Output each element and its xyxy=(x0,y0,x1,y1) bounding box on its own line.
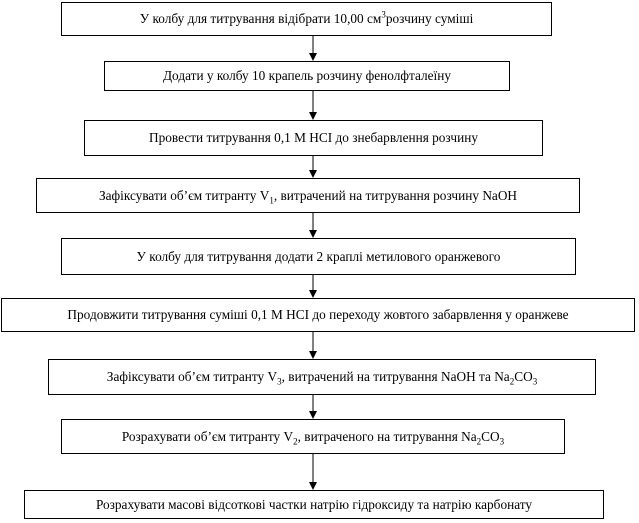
step-9-box: Розрахувати масові відсоткові частки нат… xyxy=(24,490,604,519)
step-6-text: Продовжити титрування суміші 0,1 М НСІ д… xyxy=(67,307,569,323)
step-2-box: Додати у колбу 10 крапель розчину фенолф… xyxy=(104,61,510,91)
step-7-text: Зафіксувати об’єм титранту V3, витрачени… xyxy=(106,369,538,387)
step-1-text: У колбу для титрування відібрати 10,00 с… xyxy=(139,9,474,27)
step-4-box: Зафіксувати об’єм титранту V1, витрачени… xyxy=(36,178,580,213)
step-5-box: У колбу для титрування додати 2 краплі м… xyxy=(61,238,576,275)
step-3-box: Провести титрування 0,1 М НСІ до знебарв… xyxy=(84,120,543,156)
step-4-text: Зафіксувати об’єм титранту V1, витрачени… xyxy=(98,187,518,206)
step-5-text: У колбу для титрування додати 2 краплі м… xyxy=(136,248,501,264)
step-8-box: Розрахувати об’єм титранту V2, витрачено… xyxy=(61,419,565,454)
step-9-text: Розрахувати масові відсоткові частки нат… xyxy=(95,496,533,512)
step-6-box: Продовжити титрування суміші 0,1 М НСІ д… xyxy=(1,298,635,332)
step-3-text: Провести титрування 0,1 М НСІ до знебарв… xyxy=(149,130,478,146)
step-2-text: Додати у колбу 10 крапель розчину фенолф… xyxy=(162,68,452,84)
step-1-box: У колбу для титрування відібрати 10,00 с… xyxy=(61,2,552,36)
step-8-text: Розрахувати об’єм титранту V2, витрачено… xyxy=(121,428,505,447)
step-7-box: Зафіксувати об’єм титранту V3, витрачени… xyxy=(48,359,596,395)
